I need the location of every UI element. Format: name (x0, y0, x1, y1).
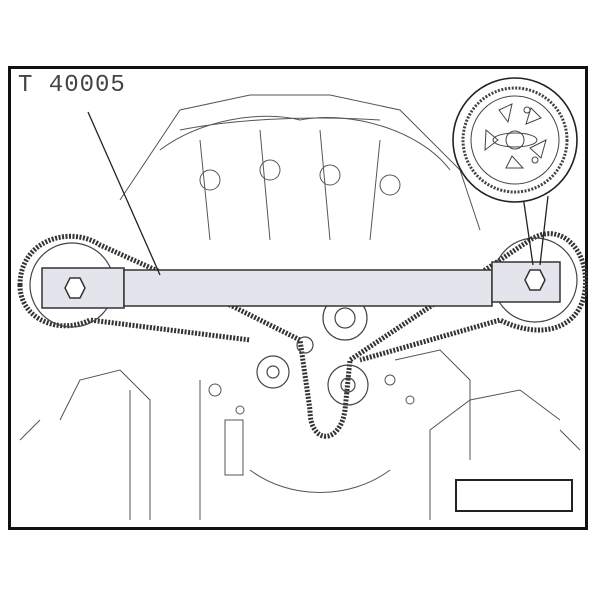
tool-number-label: T 40005 (18, 72, 126, 99)
blank-label-box (455, 479, 573, 512)
